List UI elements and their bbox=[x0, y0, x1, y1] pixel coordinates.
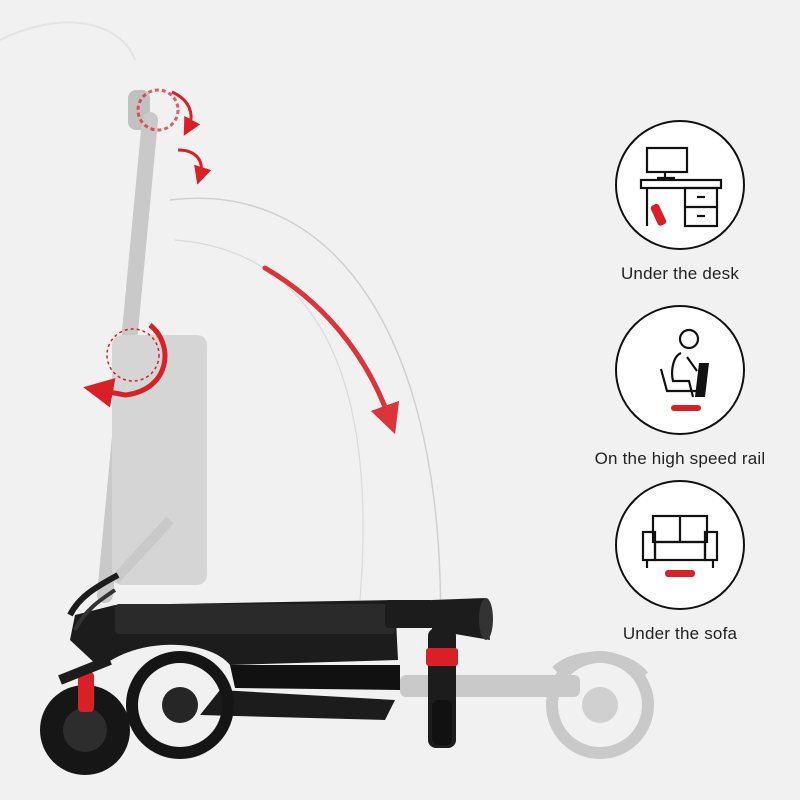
feature-under-sofa: Under the sofa bbox=[560, 480, 800, 644]
stem-rotate-indicator bbox=[83, 323, 168, 408]
fold-arc-outer bbox=[169, 197, 442, 651]
fold-arrow bbox=[262, 265, 400, 435]
feature-under-desk: Under the desk bbox=[560, 120, 800, 284]
fold-arc-inner bbox=[174, 239, 364, 601]
train-seat-icon bbox=[659, 328, 709, 411]
feature-caption: On the high speed rail bbox=[594, 449, 766, 468]
feature-high-speed-rail: On the high speed rail bbox=[560, 305, 800, 469]
background-swirl bbox=[0, 21, 136, 61]
folded-scooter bbox=[40, 572, 493, 775]
ghost-scooter bbox=[97, 90, 654, 759]
handle-rotate-indicator bbox=[136, 88, 212, 185]
feature-caption: Under the sofa bbox=[622, 624, 738, 643]
desk-icon bbox=[639, 146, 723, 228]
feature-caption: Under the desk bbox=[620, 264, 740, 283]
feature-ring bbox=[615, 305, 745, 435]
feature-ring bbox=[615, 480, 745, 610]
sofa-icon bbox=[641, 514, 719, 577]
feature-ring bbox=[615, 120, 745, 250]
